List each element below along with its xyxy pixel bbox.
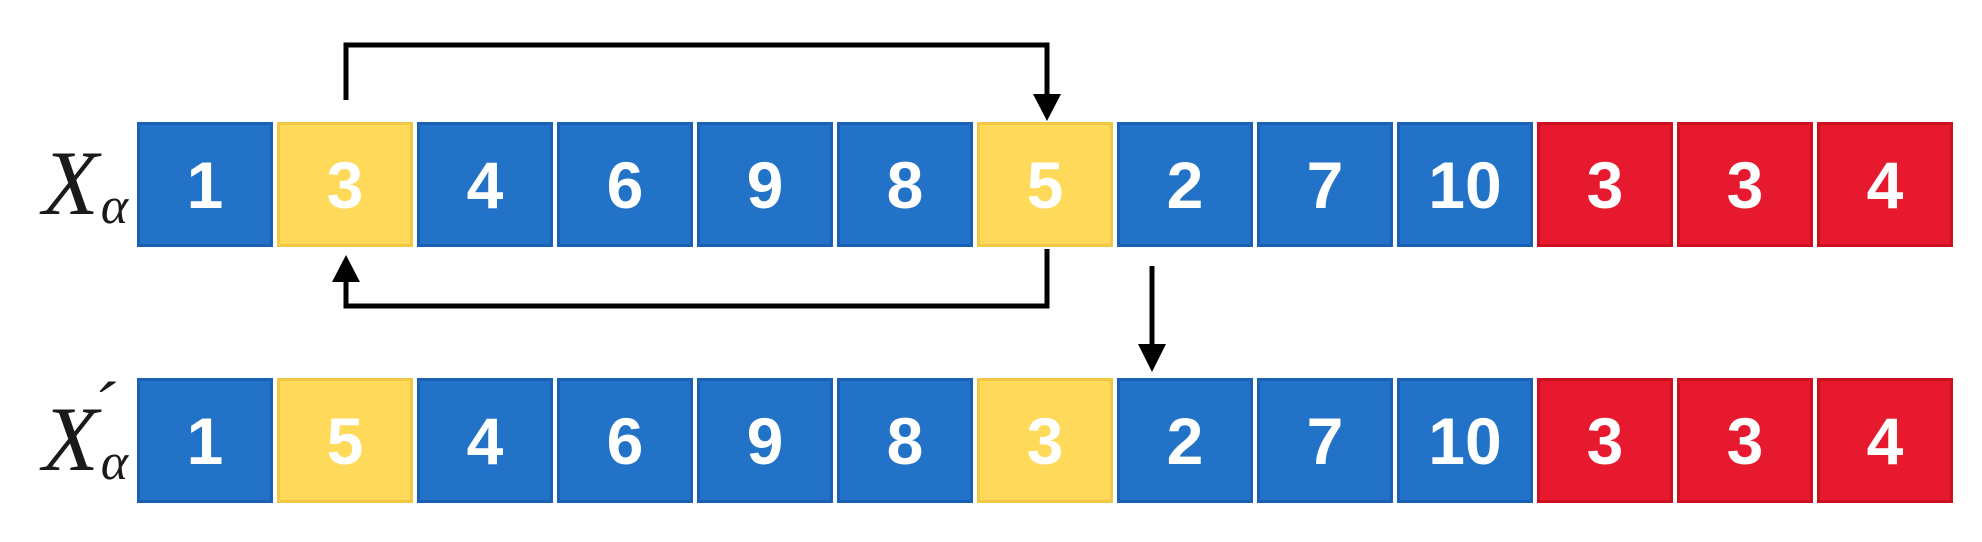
array-cell: 5	[277, 378, 413, 503]
array-row-mutated: 1 5 4 6 9 8 3 2 7 10 3 3 4	[137, 378, 1953, 503]
array-cell: 10	[1397, 122, 1533, 247]
array-cell: 3	[977, 378, 1113, 503]
array-cell: 6	[557, 122, 693, 247]
array-cell: 2	[1117, 122, 1253, 247]
swap-return-arrow	[332, 249, 1050, 309]
arrowhead-down-icon	[1138, 344, 1166, 372]
label-base: X´	[42, 368, 115, 490]
array-cell: 3	[277, 122, 413, 247]
array-cell: 2	[1117, 378, 1253, 503]
array-cell: 3	[1537, 122, 1673, 247]
array-cell: 9	[697, 378, 833, 503]
array-cell: 8	[837, 378, 973, 503]
array-cell: 4	[1817, 122, 1953, 247]
array-cell: 6	[557, 378, 693, 503]
arrowhead-down-icon	[1033, 94, 1061, 121]
array-cell: 3	[1677, 378, 1813, 503]
array-cell: 7	[1257, 122, 1393, 247]
label-accent: ´	[91, 368, 115, 446]
array-cell: 5	[977, 122, 1113, 247]
array-cell: 4	[417, 378, 553, 503]
array-cell: 8	[837, 122, 973, 247]
array-row-original: 1 3 4 6 9 8 5 2 7 10 3 3 4	[137, 122, 1953, 247]
array-cell: 9	[697, 122, 833, 247]
array-cell: 4	[1817, 378, 1953, 503]
array-cell: 3	[1537, 378, 1673, 503]
label-subscript: α	[100, 177, 128, 235]
array-cell: 4	[417, 122, 553, 247]
row-label-x-prime-alpha: X´α	[8, 368, 129, 501]
swap-forward-arrow	[343, 42, 1061, 121]
array-cell: 7	[1257, 378, 1393, 503]
array-cell: 3	[1677, 122, 1813, 247]
label-base: X	[42, 131, 99, 234]
transform-arrow	[1138, 266, 1166, 372]
arrowhead-up-icon	[332, 255, 360, 282]
label-subscript: α	[100, 433, 128, 491]
array-cell: 1	[137, 122, 273, 247]
array-cell: 1	[137, 378, 273, 503]
array-cell: 10	[1397, 378, 1533, 503]
